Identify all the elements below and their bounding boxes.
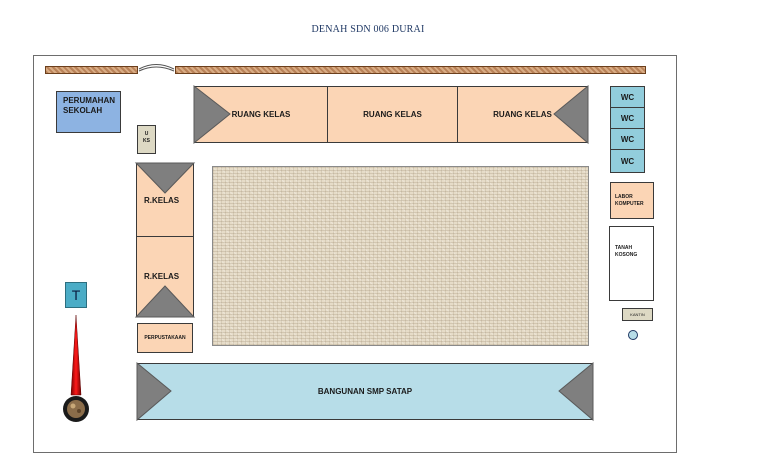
smp-roof-left-icon	[136, 361, 172, 422]
main-gate-icon	[138, 64, 175, 72]
well-icon	[628, 330, 638, 340]
wc-2-label: WC	[620, 113, 635, 123]
roof-bottom-icon	[134, 285, 196, 318]
diagram-title: DENAH SDN 006 DURAI	[311, 24, 425, 35]
uks-label: U KS	[143, 131, 150, 144]
school-boundary	[33, 55, 677, 453]
school-courtyard-field	[212, 166, 589, 346]
wc-3: WC	[610, 128, 645, 150]
wc-4: WC	[610, 149, 645, 173]
ruang-kelas-3-label: RUANG KELAS	[493, 110, 552, 119]
labor-komputer-label: LABOR KOMPUTER	[615, 193, 644, 207]
perumahan-sekolah-label: PERUMAHAN SEKOLAH	[63, 96, 115, 115]
wc-4-label: WC	[620, 156, 635, 166]
kantin-label: KANTIN	[630, 312, 645, 317]
tanah-kosong-label: TANAH KOSONG	[615, 245, 638, 258]
ruang-kelas-2-label: RUANG KELAS	[363, 110, 422, 119]
fence-wall-right	[175, 66, 646, 74]
r-kelas-1-label: R.KELAS	[144, 195, 180, 205]
bangunan-smp-satap: BANGUNAN SMP SATAP	[137, 363, 593, 420]
uks-room: U KS	[137, 125, 156, 154]
wc-1-label: WC	[620, 92, 635, 102]
flagpole-icon	[63, 314, 89, 422]
r-kelas-2: R.KELAS	[136, 236, 194, 317]
roof-top-icon	[134, 162, 196, 194]
tanah-kosong: TANAH KOSONG	[609, 226, 654, 301]
roof-left-icon	[193, 84, 231, 145]
compass-marker: T	[65, 282, 87, 308]
bangunan-smp-satap-label: BANGUNAN SMP SATAP	[317, 387, 413, 396]
perumahan-sekolah: PERUMAHAN SEKOLAH	[56, 91, 121, 133]
wc-1: WC	[610, 86, 645, 108]
perpustakaan-label: PERPUSTAKAAN	[144, 335, 186, 341]
kantin: KANTIN	[622, 308, 653, 321]
wc-3-label: WC	[620, 134, 635, 144]
ruang-kelas-2: RUANG KELAS	[327, 86, 458, 143]
roof-right-icon	[553, 84, 589, 145]
wc-2: WC	[610, 107, 645, 129]
ruang-kelas-1-label: RUANG KELAS	[231, 110, 291, 119]
labor-komputer: LABOR KOMPUTER	[610, 182, 654, 219]
perpustakaan: PERPUSTAKAAN	[137, 323, 193, 353]
compass-marker-label: T	[71, 287, 81, 303]
r-kelas-2-label: R.KELAS	[144, 272, 180, 281]
smp-roof-right-icon	[558, 361, 594, 422]
fence-wall-left	[45, 66, 138, 74]
